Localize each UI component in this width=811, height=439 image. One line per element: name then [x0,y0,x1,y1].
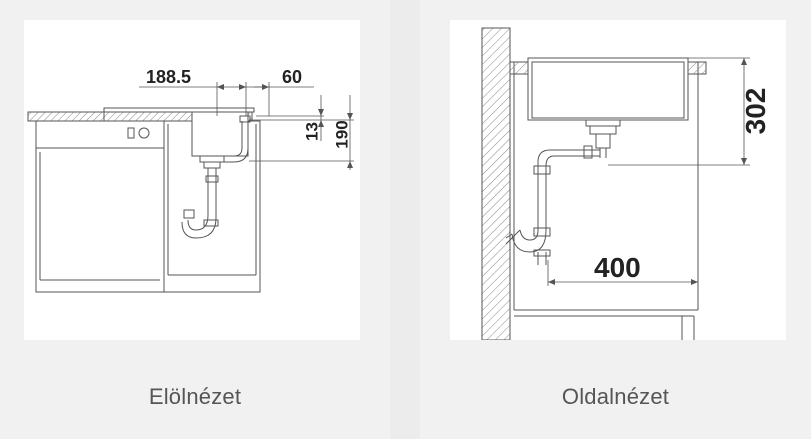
side-view-drawing: 400 302 [450,20,786,340]
side-view-svg [481,27,750,340]
dim-13-label: 13 [302,122,322,141]
sink-rim [103,107,255,113]
dim-302-label: 302 [740,87,771,135]
dim-188-5-label: 188.5 [146,67,192,87]
sink-bowl-side [527,57,689,121]
front-view-drawing: 188.5 60 13 190 [24,20,360,340]
front-view-svg [27,82,354,293]
dim-400-label: 400 [594,252,641,283]
dim-190-label: 190 [332,120,352,149]
side-view-card: 400 302 Oldalnézet [420,0,811,439]
front-view-card: 188.5 60 13 190 Elölnézet [0,0,390,439]
wall [481,27,511,340]
side-view-caption: Oldalnézet [561,384,670,409]
dishwasher-cabinet [35,120,165,293]
front-view-caption: Elölnézet [148,384,242,409]
dim-60-label: 60 [282,67,303,87]
